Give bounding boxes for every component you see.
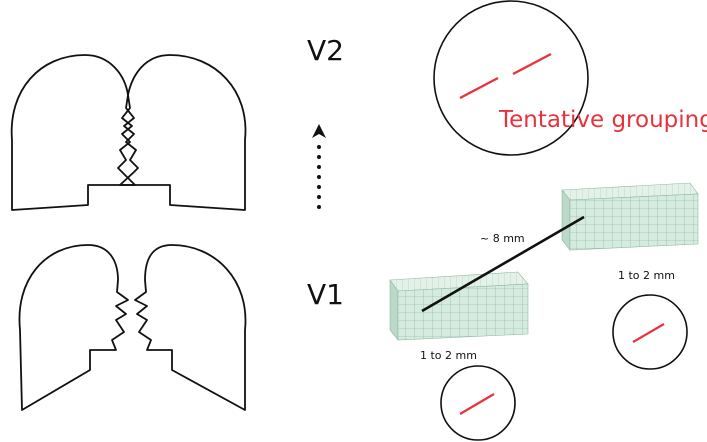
label-size-left: 1 to 2 mm — [420, 349, 477, 362]
label-tentative-grouping: Tentative grouping — [499, 107, 707, 133]
distance-connector — [421, 215, 585, 313]
v1-receptive-field-left — [440, 365, 516, 441]
face-pair-top — [10, 54, 247, 211]
segment-left — [459, 76, 499, 100]
face-pair-bottom — [18, 244, 247, 411]
face-profile-top-right — [119, 54, 247, 211]
column-block-right — [561, 182, 699, 251]
face-profile-top-left — [10, 54, 136, 211]
label-size-right: 1 to 2 mm — [618, 269, 675, 282]
v2-receptive-field — [433, 0, 589, 156]
dotted-up-arrow — [312, 124, 326, 209]
column-block-left — [389, 271, 529, 341]
label-distance: ~ 8 mm — [480, 232, 525, 245]
segment-right — [512, 52, 552, 76]
face-profile-bottom-right — [134, 244, 247, 411]
label-v1: V1 — [307, 278, 344, 311]
face-profile-bottom-left — [18, 244, 129, 411]
v1-receptive-field-right — [612, 294, 688, 370]
label-v2: V2 — [307, 34, 344, 67]
